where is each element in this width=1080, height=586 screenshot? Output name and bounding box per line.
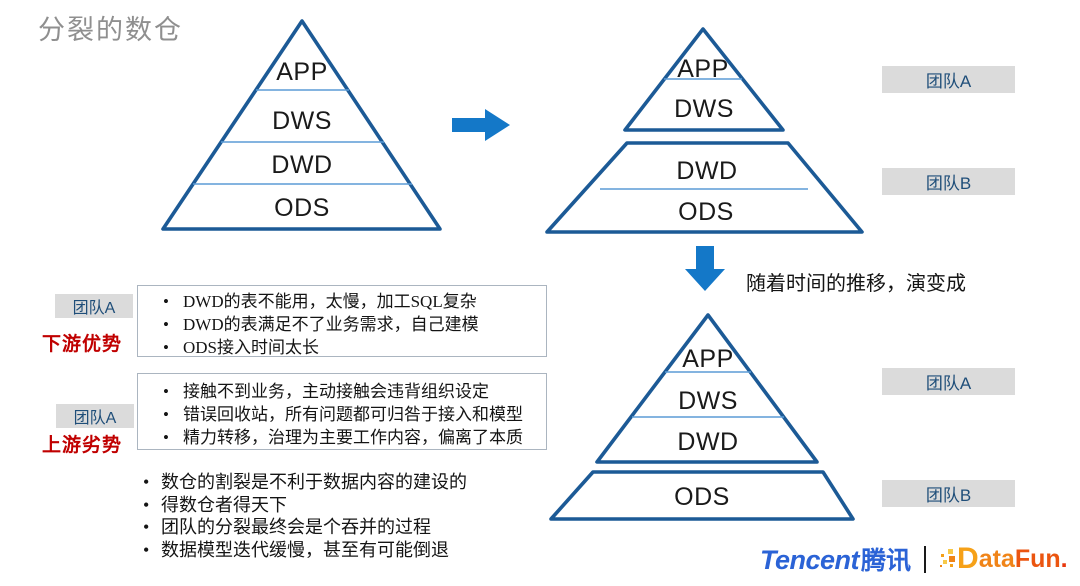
layer-label-dwd: DWD bbox=[271, 151, 332, 179]
bullet-icon: • bbox=[163, 338, 169, 357]
datafun-dots-icon bbox=[940, 549, 956, 567]
tencent-logo-cn: 腾讯 bbox=[861, 547, 912, 575]
bullet-icon: • bbox=[163, 428, 169, 447]
pyramid-final-lower-shape bbox=[549, 470, 855, 521]
role-label-downstream: 下游优势 bbox=[42, 334, 123, 355]
list-item-text: 接触不到业务，主动接触会违背组织设定 bbox=[183, 382, 489, 401]
pyramid-final: APP DWS DWD ODS bbox=[549, 313, 855, 521]
layer-label-app: APP bbox=[276, 58, 328, 86]
list-item: • 错误回收站，所有问题都可归咎于接入和模型 bbox=[138, 403, 546, 426]
tencent-logo-text: Tencent bbox=[760, 545, 860, 575]
list-item: • 数仓的割裂是不利于数据内容的建设的 bbox=[131, 471, 467, 494]
layer-label-dws: DWS bbox=[674, 95, 734, 123]
list-item: • DWD的表满足不了业务需求，自己建模 bbox=[138, 313, 546, 336]
conclusions-list: • 数仓的割裂是不利于数据内容的建设的 • 得数仓者得天下 • 团队的分裂最终会… bbox=[131, 471, 467, 561]
pyramid-split: APP DWS DWD ODS bbox=[545, 27, 864, 234]
list-item-text: DWD的表满足不了业务需求，自己建模 bbox=[183, 315, 479, 334]
bullet-icon: • bbox=[143, 517, 150, 537]
list-item: • 接触不到业务，主动接触会违背组织设定 bbox=[138, 380, 546, 403]
pyramid-split-lower-shape bbox=[545, 141, 864, 234]
pyramid-initial: APP DWS DWD ODS bbox=[161, 19, 442, 231]
list-item: • DWD的表不能用，太慢，加工SQL复杂 bbox=[138, 290, 546, 313]
layer-label-app: APP bbox=[677, 55, 729, 83]
list-item: • 团队的分裂最终会是个吞并的过程 bbox=[131, 516, 467, 539]
role-label-upstream: 上游劣势 bbox=[42, 435, 123, 456]
panel-downstream: • DWD的表不能用，太慢，加工SQL复杂 • DWD的表满足不了业务需求，自己… bbox=[137, 285, 547, 357]
datafun-logo-d: D bbox=[957, 542, 979, 575]
team-chip-final-lower: 团队B bbox=[882, 480, 1015, 507]
layer-label-dwd: DWD bbox=[676, 157, 737, 185]
bullet-icon: • bbox=[163, 292, 169, 311]
layer-label-ods: ODS bbox=[274, 194, 330, 222]
list-item-text: 团队的分裂最终会是个吞并的过程 bbox=[161, 517, 431, 537]
layer-label-app: APP bbox=[682, 345, 734, 373]
layer-label-ods: ODS bbox=[674, 483, 730, 511]
list-item-text: ODS接入时间太长 bbox=[183, 338, 320, 357]
down-arrow-icon bbox=[685, 246, 725, 291]
right-arrow-icon bbox=[452, 109, 510, 141]
layer-label-ods: ODS bbox=[678, 198, 734, 226]
layer-label-dws: DWS bbox=[678, 387, 738, 415]
transition-caption: 随着时间的推移，演变成 bbox=[746, 273, 966, 295]
datafun-logo-dot: . bbox=[1060, 544, 1068, 573]
list-item: • 得数仓者得天下 bbox=[131, 494, 467, 517]
panel-upstream: • 接触不到业务，主动接触会违背组织设定 • 错误回收站，所有问题都可归咎于接入… bbox=[137, 373, 547, 450]
bullet-icon: • bbox=[163, 382, 169, 401]
pyramid-initial-shape bbox=[161, 19, 442, 231]
list-item-text: 错误回收站，所有问题都可归咎于接入和模型 bbox=[183, 405, 523, 424]
list-item-text: 数据模型迭代缓慢，甚至有可能倒退 bbox=[161, 539, 449, 560]
list-item: • 数据模型迭代缓慢，甚至有可能倒退 bbox=[131, 539, 467, 562]
datafun-logo-ata: ata bbox=[978, 544, 1015, 573]
bullet-icon: • bbox=[163, 315, 169, 334]
bullet-icon: • bbox=[143, 472, 150, 492]
list-item-text: 得数仓者得天下 bbox=[161, 494, 287, 515]
layer-label-dwd: DWD bbox=[677, 428, 738, 456]
footer-separator bbox=[924, 545, 927, 573]
list-item-text: DWD的表不能用，太慢，加工SQL复杂 bbox=[183, 292, 477, 311]
team-chip-split-lower: 团队B bbox=[882, 168, 1015, 195]
page-title: 分裂的数仓 bbox=[38, 15, 183, 45]
list-item: • 精力转移，治理为主要工作内容，偏离了本质 bbox=[138, 426, 546, 449]
layer-label-dws: DWS bbox=[272, 107, 332, 135]
bullet-icon: • bbox=[163, 405, 169, 424]
team-chip-panel-2: 团队A bbox=[56, 404, 134, 428]
datafun-logo-fun: Fun bbox=[1014, 544, 1061, 573]
team-chip-panel-1: 团队A bbox=[55, 294, 133, 318]
pyramid-final-upper-shape bbox=[595, 313, 819, 464]
team-chip-split-upper: 团队A bbox=[882, 66, 1015, 93]
tencent-logo: Tencent腾讯 bbox=[760, 541, 911, 577]
list-item-text: 精力转移，治理为主要工作内容，偏离了本质 bbox=[183, 428, 523, 447]
bullet-icon: • bbox=[143, 539, 150, 560]
list-item: • ODS接入时间太长 bbox=[138, 336, 546, 359]
list-item-text: 数仓的割裂是不利于数据内容的建设的 bbox=[161, 472, 467, 492]
team-chip-final-upper: 团队A bbox=[882, 368, 1015, 395]
bullet-icon: • bbox=[143, 494, 150, 515]
